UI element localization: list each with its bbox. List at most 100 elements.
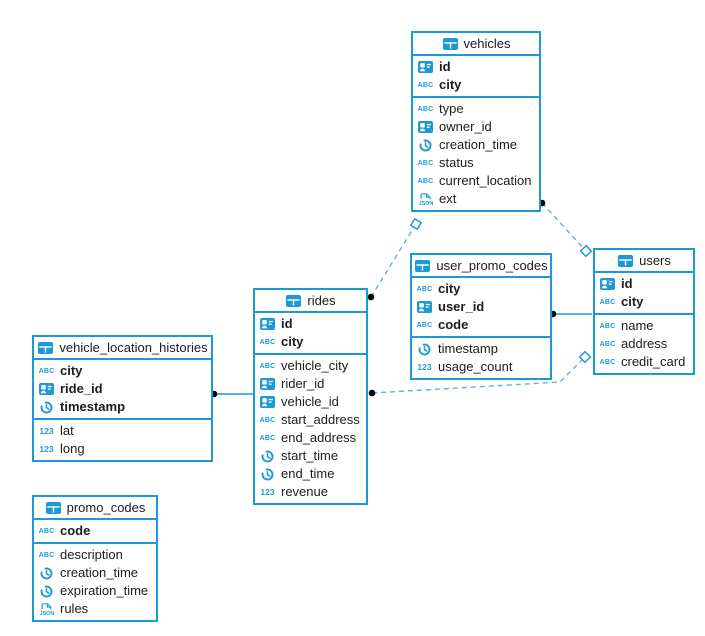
column-label: rider_id [281,376,325,391]
table-icon [285,294,302,308]
uuid-icon [259,395,276,409]
string-icon: ABC [38,527,55,535]
relationship-line-vehicles-users [541,202,587,252]
timestamp-icon [38,584,55,598]
table-title: users [639,253,671,268]
column-label: long [60,441,85,456]
column-label: vehicle_id [281,394,339,409]
timestamp-icon [259,449,276,463]
uuid-icon [38,382,55,396]
column-label: id [281,316,293,331]
number-icon: 123 [260,487,275,497]
column-label: ext [439,191,457,206]
table-icon [37,341,54,355]
column-start_time: start_time [255,447,366,465]
table-title: vehicle_location_histories [59,340,208,355]
table-header-user_promo_codes[interactable]: user_promo_codes [412,255,550,278]
number-icon: 123 [39,444,54,454]
column-label: current_location [439,173,532,188]
column-label: creation_time [439,137,518,152]
string-icon: ABC [259,434,276,442]
table-header-rides[interactable]: rides [255,290,366,313]
uuid-icon [416,300,433,314]
table-title: rides [307,293,336,308]
number-icon: 123 [39,426,54,436]
column-label: city [439,77,462,92]
column-end_time: end_time [255,465,366,483]
string-icon: ABC [599,298,616,306]
column-label: status [439,155,474,170]
relationship-square-marker [578,350,592,364]
column-label: end_time [281,466,335,481]
svg-text:JSON: JSON [419,201,433,206]
column-vehicle_id: vehicle_id [255,393,366,411]
string-icon: ABC [417,81,434,89]
json-icon: JSON [417,192,434,206]
column-label: revenue [281,484,328,499]
timestamp-icon [38,566,55,580]
column-label: type [439,101,464,116]
table-icon [414,259,431,273]
column-end_address: ABC end_address [255,429,366,447]
column-label: city [438,281,461,296]
column-label: ride_id [60,381,103,396]
column-label: address [621,336,668,351]
column-label: usage_count [438,359,513,374]
column-id: id [255,315,366,333]
column-id: id [413,58,539,76]
string-icon: ABC [416,321,433,329]
column-label: rules [60,601,89,616]
column-timestamp: timestamp [412,340,550,358]
table-icon [617,254,634,268]
column-creation_time: creation_time [34,564,156,582]
table-header-vehicles[interactable]: vehicles [413,33,539,56]
json-icon: JSON [38,602,55,616]
timestamp-icon [259,467,276,481]
table-header-users[interactable]: users [595,250,693,273]
timestamp-icon [38,400,55,414]
column-label: id [621,276,633,291]
table-header-promo_codes[interactable]: promo_codes [34,497,156,520]
string-icon: ABC [38,551,55,559]
column-label: name [621,318,654,333]
uuid-icon [599,277,616,291]
uuid-icon [259,377,276,391]
timestamp-icon [417,138,434,152]
string-icon: ABC [599,322,616,330]
column-long: 123 long [34,440,211,458]
column-name: ABC name [595,317,693,335]
string-icon: ABC [599,340,616,348]
column-label: start_address [281,412,360,427]
column-label: expiration_time [60,583,149,598]
relationship-line-rides-users [371,356,586,394]
column-label: timestamp [438,341,498,356]
relationship-dot-marker [367,293,375,301]
column-label: end_address [281,430,357,445]
timestamp-icon [416,342,433,356]
column-city: ABC city [413,76,539,94]
table-header-vehicle_location_histories[interactable]: vehicle_location_histories [34,337,211,360]
